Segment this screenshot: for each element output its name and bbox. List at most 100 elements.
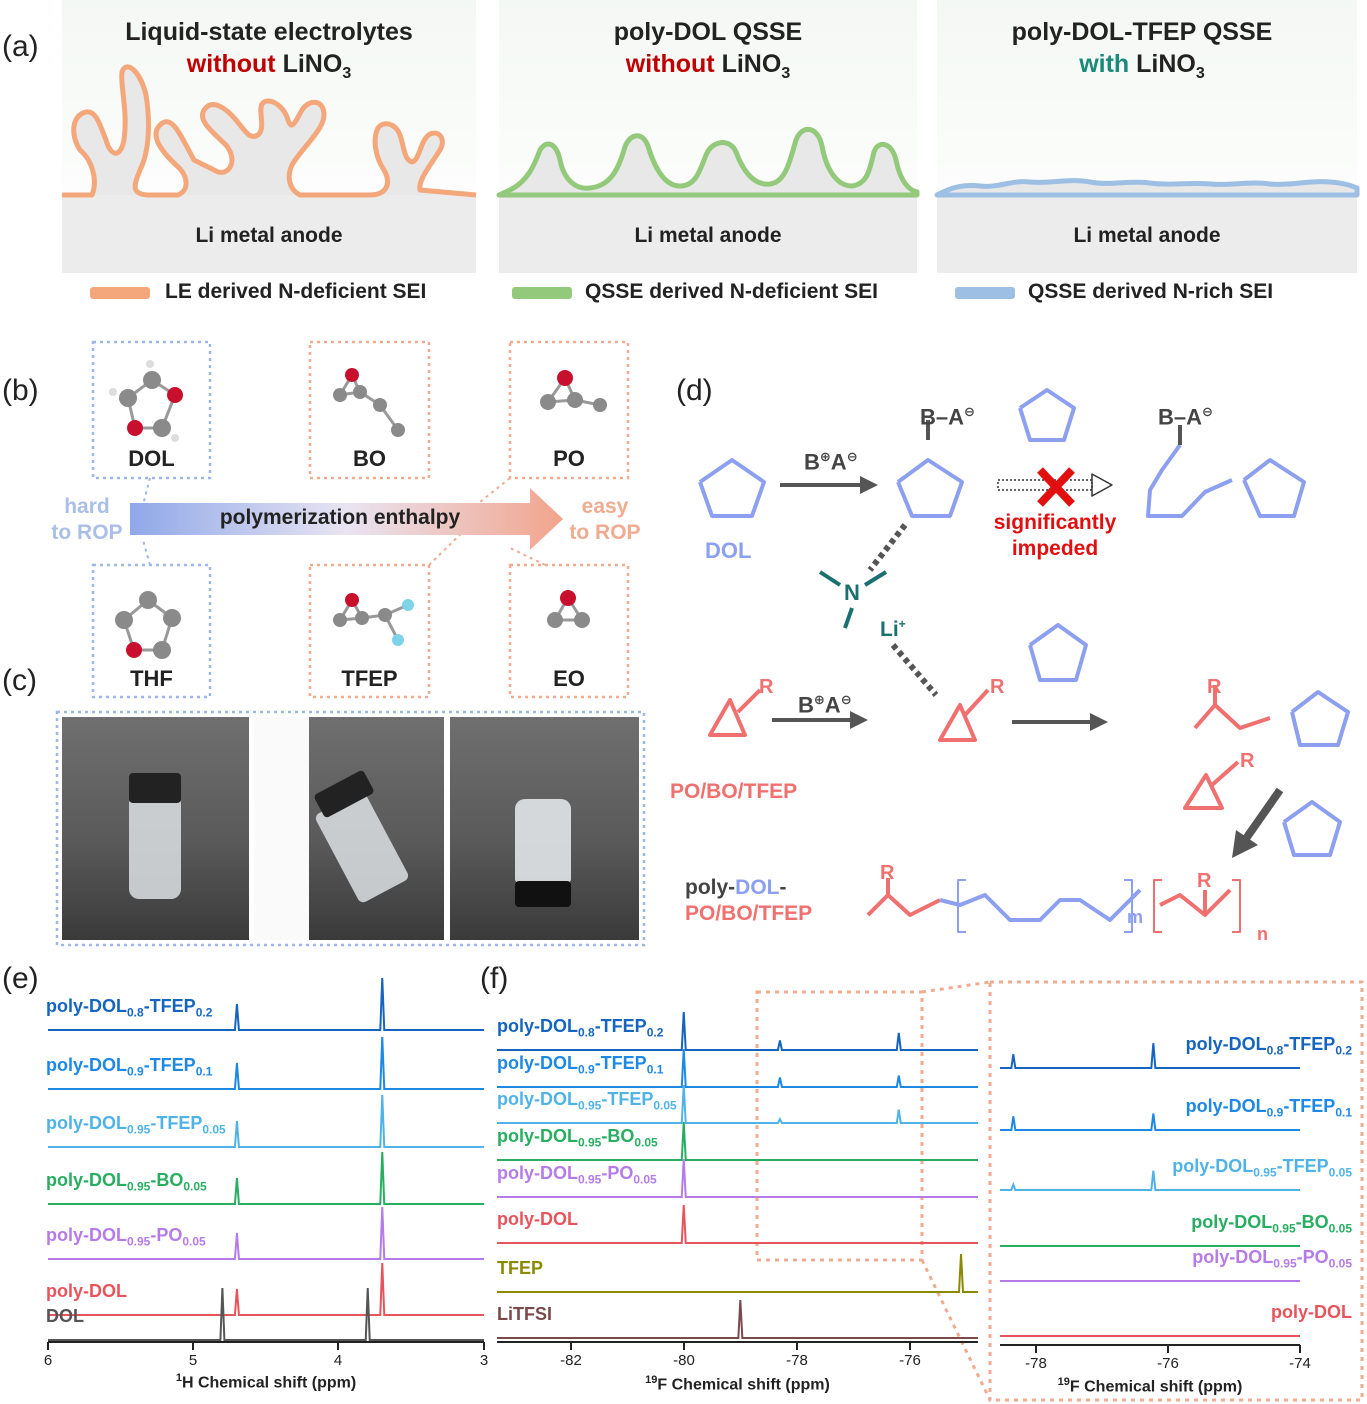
reagent-ba-1: B⊕A⊖ <box>804 449 858 475</box>
spectrum-label: poly-DOL0.95-BO0.05 <box>497 1126 658 1150</box>
spectrum-label: poly-DOL0.95-BO0.05 <box>46 1170 207 1194</box>
nitrate-n: N <box>844 580 860 605</box>
mol-bo-3d <box>333 368 405 437</box>
r-group-4: R <box>1240 750 1255 772</box>
anode-2 <box>499 195 917 273</box>
axis-label-f: 19F Chemical shift (ppm) <box>645 1374 830 1394</box>
spectrum-label: poly-DOL0.95-TFEP0.05 <box>1172 1156 1352 1180</box>
polymer-label: poly-DOL- PO/BO/TFEP <box>685 876 813 925</box>
spectrum-label: poly-DOL0.8-TFEP0.2 <box>1185 1034 1352 1058</box>
mol-tfep-3d <box>333 593 414 646</box>
spectrum-line <box>497 1204 978 1244</box>
li-label: Li+ <box>880 617 906 641</box>
spectrum-line <box>1000 1043 1300 1069</box>
panel-c-frame <box>55 710 646 947</box>
anode-label-2: Li metal anode <box>634 224 782 247</box>
anode-label-3: Li metal anode <box>1073 224 1221 247</box>
mol-label-bo: BO <box>353 446 386 471</box>
spectrum-label: poly-DOL0.95-PO0.05 <box>46 1225 206 1249</box>
spectrum-line <box>497 1048 978 1088</box>
title-col3: poly-DOL-TFEP QSSE with LiNO3 <box>1011 18 1273 82</box>
panel-d-label: (d) <box>676 374 713 407</box>
spectra-f <box>497 1011 978 1339</box>
legend-swatch-1 <box>90 287 150 299</box>
subscript-n: n <box>1257 924 1268 944</box>
r-group-3: R <box>1207 676 1222 698</box>
mol-eo-3d <box>547 590 590 628</box>
enthalpy-arrow <box>130 488 563 550</box>
axis-e <box>47 1341 485 1350</box>
panel-f-label: (f) <box>480 962 509 995</box>
zoom-source-box <box>755 990 924 1262</box>
title-col2: poly-DOL QSSE without LiNO3 <box>613 18 803 82</box>
legend-label-1: LE derived N-deficient SEI <box>165 280 427 303</box>
axis-label-f-zoom: 19F Chemical shift (ppm) <box>1057 1376 1243 1396</box>
anode-3 <box>937 195 1357 273</box>
mol-po-3d <box>540 370 607 412</box>
spectrum-label: poly-DOL <box>1271 1302 1352 1322</box>
tick-f-82: -82 <box>560 1352 582 1369</box>
subscript-m: m <box>1127 907 1144 927</box>
spectrum-line <box>48 1262 484 1316</box>
tick-fz-76: -76 <box>1157 1355 1179 1372</box>
legend-swatch-2 <box>512 287 572 299</box>
ba-product-1: B–A⊖ <box>1158 404 1213 430</box>
spectrum-label: poly-DOL0.95-BO0.05 <box>1191 1212 1352 1236</box>
r-group-5: R <box>880 862 895 884</box>
legend-swatch-3 <box>955 287 1015 299</box>
photo-vial-inverted <box>450 717 639 940</box>
legend-label-2: QSSE derived N-deficient SEI <box>585 280 878 303</box>
panel-b-label: (b) <box>2 374 39 407</box>
r-group-2: R <box>990 676 1005 698</box>
tick-fz-74: -74 <box>1289 1355 1311 1372</box>
spectrum-label: poly-DOL0.95-PO0.05 <box>497 1163 657 1187</box>
mol-thf-3d <box>115 591 181 659</box>
axis-label-e: 1H Chemical shift (ppm) <box>175 1372 357 1392</box>
axis-f-zoom <box>1000 1344 1301 1353</box>
sei-3 <box>934 178 1360 198</box>
spectrum-line <box>48 977 484 1031</box>
spectrum-label: poly-DOL0.9-TFEP0.1 <box>46 1055 213 1079</box>
spectrum-label: LiTFSI <box>497 1304 552 1324</box>
spectrum-line <box>48 1151 484 1205</box>
spectrum-label: poly-DOL0.95-TFEP0.05 <box>497 1089 677 1113</box>
tick-fz-78: -78 <box>1025 1355 1047 1372</box>
tick-e-5: 5 <box>188 1352 198 1369</box>
spectrum-label: poly-DOL0.8-TFEP0.2 <box>46 996 213 1020</box>
spectrum-line <box>1000 1113 1300 1131</box>
box-tfep <box>308 563 431 699</box>
spectrum-line <box>497 1299 978 1339</box>
anode-1 <box>62 195 476 273</box>
spectra-f-zoom <box>1000 1043 1300 1337</box>
spectrum-line <box>497 1253 978 1293</box>
r-group-6: R <box>1197 870 1212 892</box>
spectrum-line <box>48 1287 484 1341</box>
panel-c-label: (c) <box>2 664 37 697</box>
spectrum-label: poly-DOL0.9-TFEP0.1 <box>497 1053 664 1077</box>
panel-e-label: (e) <box>2 962 39 995</box>
reagent-ba-2: B⊕A⊖ <box>798 692 852 718</box>
mol-label-thf: THF <box>130 666 173 691</box>
spectrum-line <box>497 1158 978 1198</box>
box-bo <box>308 340 431 480</box>
mol-label-po: PO <box>553 446 585 471</box>
tick-e-6: 6 <box>43 1352 53 1369</box>
spectrum-label: poly-DOL <box>497 1209 578 1229</box>
spectrum-line <box>1000 1170 1300 1191</box>
spectrum-line <box>48 1206 484 1260</box>
tick-f-80: -80 <box>673 1352 695 1369</box>
spectrum-line <box>497 1011 978 1051</box>
photo-vial-upright <box>62 717 249 940</box>
box-eo <box>508 563 630 699</box>
spectrum-line <box>48 1036 484 1090</box>
mol-label-eo: EO <box>553 666 585 691</box>
box-thf <box>91 563 212 699</box>
enthalpy-label: polymerization enthalpy <box>219 506 461 529</box>
mol-dol-3d <box>109 360 183 442</box>
anode-label-1: Li metal anode <box>195 224 343 247</box>
box-po <box>508 340 630 480</box>
